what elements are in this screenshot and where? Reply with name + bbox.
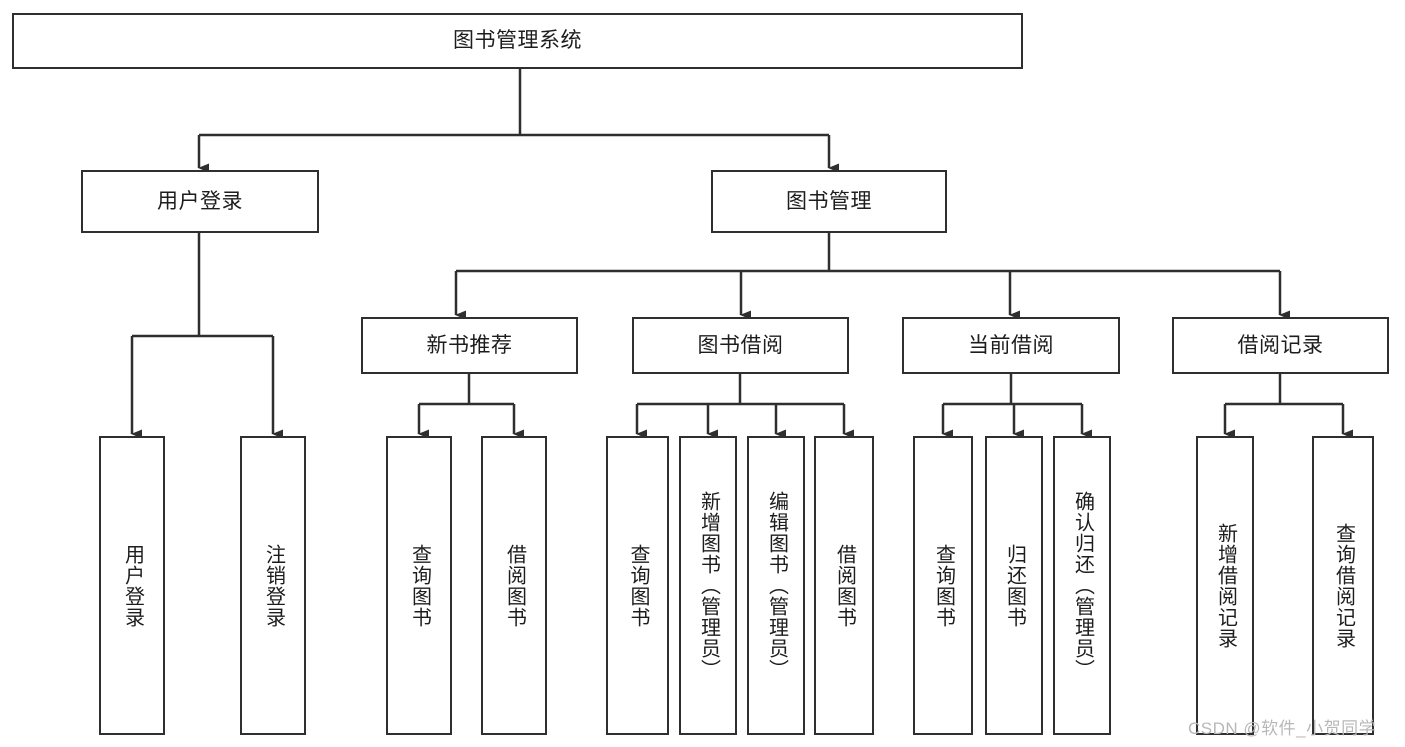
leaf-node-4[interactable]: 查询图书 bbox=[606, 436, 669, 735]
leaf-node-12[interactable]: 查询借阅记录 bbox=[1312, 436, 1374, 735]
leaf-node-0-label: 用户登录 bbox=[121, 543, 144, 628]
level3-node-2-label: 当前借阅 bbox=[968, 333, 1054, 357]
leaf-node-9[interactable]: 归还图书 bbox=[985, 436, 1043, 735]
leaf-node-2-label: 查询图书 bbox=[408, 543, 431, 628]
leaf-node-1-label: 注销登录 bbox=[262, 543, 285, 628]
leaf-node-2[interactable]: 查询图书 bbox=[386, 436, 452, 735]
leaf-node-8[interactable]: 查询图书 bbox=[913, 436, 973, 735]
level2-node-0[interactable]: 用户登录 bbox=[81, 170, 319, 233]
leaf-node-10[interactable]: 确认归还（管理员） bbox=[1053, 436, 1111, 735]
leaf-node-6[interactable]: 编辑图书（管理员） bbox=[747, 436, 805, 735]
level3-node-0[interactable]: 新书推荐 bbox=[361, 317, 578, 374]
level2-node-1-label: 图书管理 bbox=[786, 189, 872, 213]
leaf-node-11[interactable]: 新增借阅记录 bbox=[1196, 436, 1254, 735]
leaf-node-12-label: 查询借阅记录 bbox=[1332, 522, 1355, 649]
leaf-node-5[interactable]: 新增图书（管理员） bbox=[679, 436, 737, 735]
leaf-node-3-label: 借阅图书 bbox=[503, 543, 526, 628]
level3-node-1[interactable]: 图书借阅 bbox=[632, 317, 849, 374]
level2-node-1[interactable]: 图书管理 bbox=[711, 170, 947, 233]
leaf-node-5-label: 新增图书（管理员） bbox=[697, 491, 720, 680]
leaf-node-8-label: 查询图书 bbox=[932, 543, 955, 628]
leaf-node-3[interactable]: 借阅图书 bbox=[481, 436, 547, 735]
level3-node-3[interactable]: 借阅记录 bbox=[1172, 317, 1389, 374]
leaf-node-10-label: 确认归还（管理员） bbox=[1071, 491, 1094, 680]
leaf-node-7-label: 借阅图书 bbox=[833, 543, 856, 628]
leaf-node-4-label: 查询图书 bbox=[627, 543, 649, 628]
level3-node-0-label: 新书推荐 bbox=[426, 333, 513, 357]
level3-node-1-label: 图书借阅 bbox=[697, 333, 784, 357]
leaf-node-9-label: 归还图书 bbox=[1003, 543, 1026, 628]
leaf-node-7[interactable]: 借阅图书 bbox=[814, 436, 874, 735]
root-node-book-management-system[interactable]: 图书管理系统 bbox=[12, 13, 1023, 69]
leaf-node-1[interactable]: 注销登录 bbox=[240, 436, 306, 735]
level3-node-2[interactable]: 当前借阅 bbox=[902, 317, 1120, 374]
level3-node-3-label: 借阅记录 bbox=[1237, 333, 1324, 357]
level2-node-0-label: 用户登录 bbox=[157, 189, 243, 213]
leaf-node-0[interactable]: 用户登录 bbox=[99, 436, 165, 735]
leaf-node-6-label: 编辑图书（管理员） bbox=[765, 491, 788, 680]
root-node-book-management-system-label: 图书管理系统 bbox=[453, 29, 582, 53]
leaf-node-11-label: 新增借阅记录 bbox=[1214, 522, 1237, 649]
watermark: CSDN @软件_小贺同学 bbox=[1188, 719, 1377, 738]
